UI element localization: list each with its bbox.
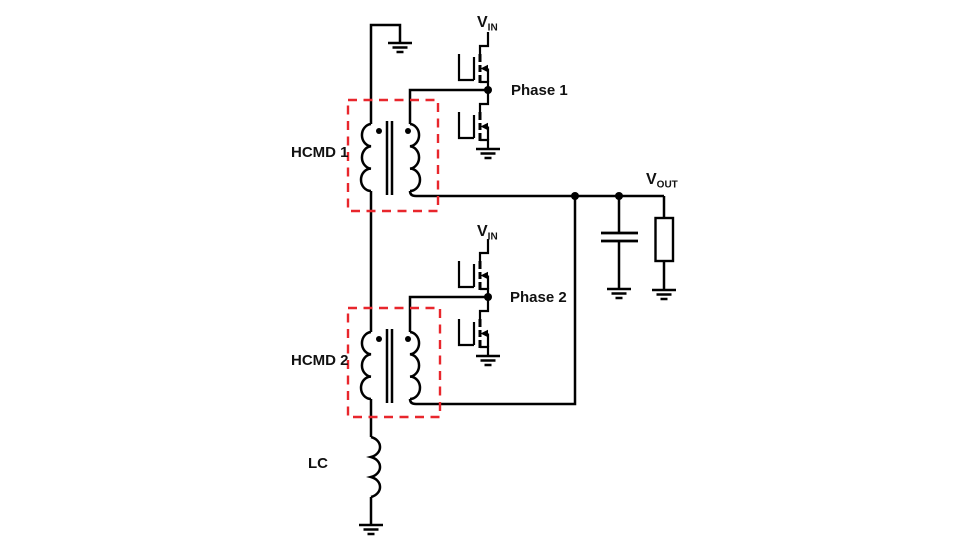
phase2-high-side-nmos [457,237,490,299]
output-capacitor [601,196,638,288]
vin-label-phase1: VIN [477,14,498,34]
hcmd2-dashed-box [346,306,442,419]
lc-inductor [366,435,382,499]
capacitor-ground-icon [605,287,633,300]
phase1-node-junction [484,86,492,94]
phase1-node-wire [408,88,488,124]
hcmd2-label: HCMD 2 [291,352,349,369]
hcmd2-coupled-inductor [359,327,422,405]
lc-label: LC [308,455,328,472]
lc-ground-icon [357,523,385,536]
hcmd1-dashed-box [346,98,440,213]
phase1-label: Phase 1 [511,82,568,99]
hcmd1-label: HCMD 1 [291,144,349,161]
left-chain-top-ground-wire [369,23,402,124]
output-load-resistor [654,196,675,289]
vout-label: VOUT [646,171,678,191]
phase1-high-side-nmos [457,30,490,92]
vout-rail-junction-2 [615,192,623,200]
phase1-low-side-nmos [457,88,490,150]
resistor-ground-icon [650,288,678,301]
hcmd1-coupled-inductor [359,119,422,197]
phase2-node-junction [484,293,492,301]
vout-rail-wire [408,190,664,198]
phase2-low-side-nmos [457,295,490,357]
vout-rail-junction-1 [571,192,579,200]
phase1-ground-icon [474,147,502,160]
phase2-ground-icon [474,354,502,367]
phase2-label: Phase 2 [510,289,567,306]
top-left-ground-icon [386,41,414,54]
phase2-node-wire [408,295,488,332]
vin-label-phase2: VIN [477,223,498,243]
